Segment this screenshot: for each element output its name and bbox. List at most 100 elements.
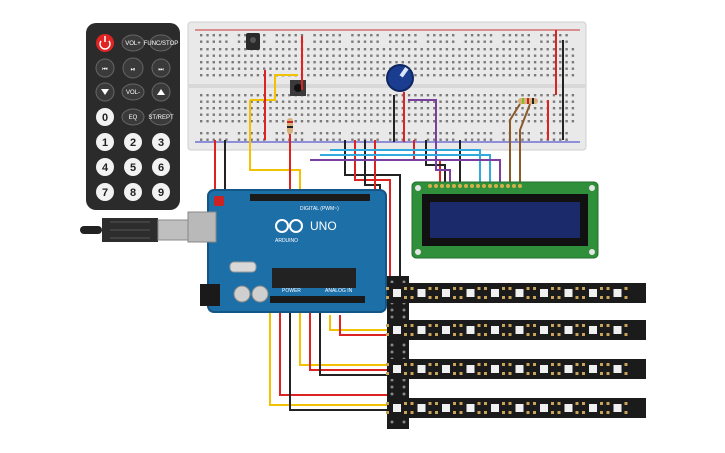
led-pixel [540,289,548,297]
led-pixel [466,404,475,412]
number-button-4 [96,158,114,176]
arduino-logo [275,219,303,233]
lcd-pin [476,184,480,188]
play-pause-button [122,57,144,79]
lcd-pin [434,184,438,188]
led-pixel [491,326,499,334]
led-pixel [589,404,597,412]
usb-cable [80,218,189,242]
number-button-label: 6 [158,162,164,174]
next-button [151,58,171,78]
arduino-brand-label: ARDUINO [275,238,298,244]
vol-plus-label: VOL+ [125,41,141,47]
number-button-2 [124,133,142,151]
number-button-7 [96,183,114,201]
number-button-label: 8 [130,187,136,199]
power-icon [99,40,111,50]
lcd-pin [506,184,510,188]
number-button-5 [124,158,142,176]
ir-remote: VOL+ FUNC/STOP ⏮ ⏯ ⏭ VOL- 0 EQ ST/REPT 1… [86,23,180,210]
power-pins-label: POWER [282,288,301,294]
led-pixel [515,289,524,297]
eq-label: EQ [129,115,138,121]
arduino-uno: UNO ARDUINO DIGITAL (PWM~) ANALOG IN POW… [187,189,387,313]
led-pixel [491,289,499,297]
led-pixel [613,289,622,297]
lcd-pin [500,184,504,188]
number-button-9 [152,183,170,201]
led-pixel [564,326,573,334]
lcd-pin [482,184,486,188]
led-pixel [540,404,548,412]
next-icon: ⏭ [158,67,164,73]
led-pixel [515,404,524,412]
lcd-pin [452,184,456,188]
led-pixel [515,326,524,334]
down-arrow-icon [101,89,109,95]
number-button-label: 3 [158,137,164,149]
button-0-label: 0 [102,112,108,124]
number-button-label: 5 [130,162,136,174]
led-pixel [442,365,450,373]
led-pixel [589,326,597,334]
ir-receiver [246,33,260,50]
led-pixel [491,404,499,412]
func-stop-label: FUNC/STOP [144,41,179,47]
number-button-label: 1 [102,137,108,149]
up-arrow-icon [157,89,165,95]
led-pixel [589,289,597,297]
lcd-display [411,181,599,259]
resistor-right [518,98,538,104]
led-pixel [417,326,426,334]
lcd-pin [488,184,492,188]
vol-plus-button [121,34,145,52]
play-pause-icon: ⏯ [131,67,136,73]
led-pixel [393,289,401,297]
resistor-left [287,118,293,134]
potentiometer [386,64,414,92]
analog-pins-label: ANALOG IN [325,288,353,294]
led-pixel [540,326,548,334]
led-strip [386,398,646,418]
digital-pins-label: DIGITAL (PWM~) [300,206,339,212]
pushbutton [290,80,306,96]
st-rept-label: ST/REPT [148,115,174,121]
wires [214,100,531,411]
led-pixel [540,365,548,373]
button-0 [96,108,114,126]
vol-minus-button [121,83,145,101]
lcd-pin [458,184,462,188]
led-pixel [393,404,401,412]
led-strip [386,283,646,303]
breadboard [187,21,587,151]
lcd-pin [470,184,474,188]
lcd-pin [440,184,444,188]
led-pixel [589,365,597,373]
arduino-model-label: UNO [310,219,337,233]
eq-button [121,108,145,126]
led-pixel [442,289,450,297]
led-pixel [417,289,426,297]
lcd-pin [518,184,522,188]
led-pixel [393,365,401,373]
number-button-8 [124,183,142,201]
number-button-label: 4 [102,162,109,174]
number-button-1 [96,133,114,151]
led-pixel [442,404,450,412]
led-pixel [442,326,450,334]
led-strips [386,283,646,418]
led-pixel [417,404,426,412]
led-pixel [613,365,622,373]
led-pixel [613,404,622,412]
lcd-pin [446,184,450,188]
func-stop-button [149,34,173,52]
number-button-6 [152,158,170,176]
led-strip [386,359,646,379]
lcd-pin [494,184,498,188]
led-pixel [564,365,573,373]
number-button-label: 9 [158,187,164,199]
vol-minus-label: VOL- [126,90,140,96]
lcd-pin [428,184,432,188]
lcd-pin [464,184,468,188]
